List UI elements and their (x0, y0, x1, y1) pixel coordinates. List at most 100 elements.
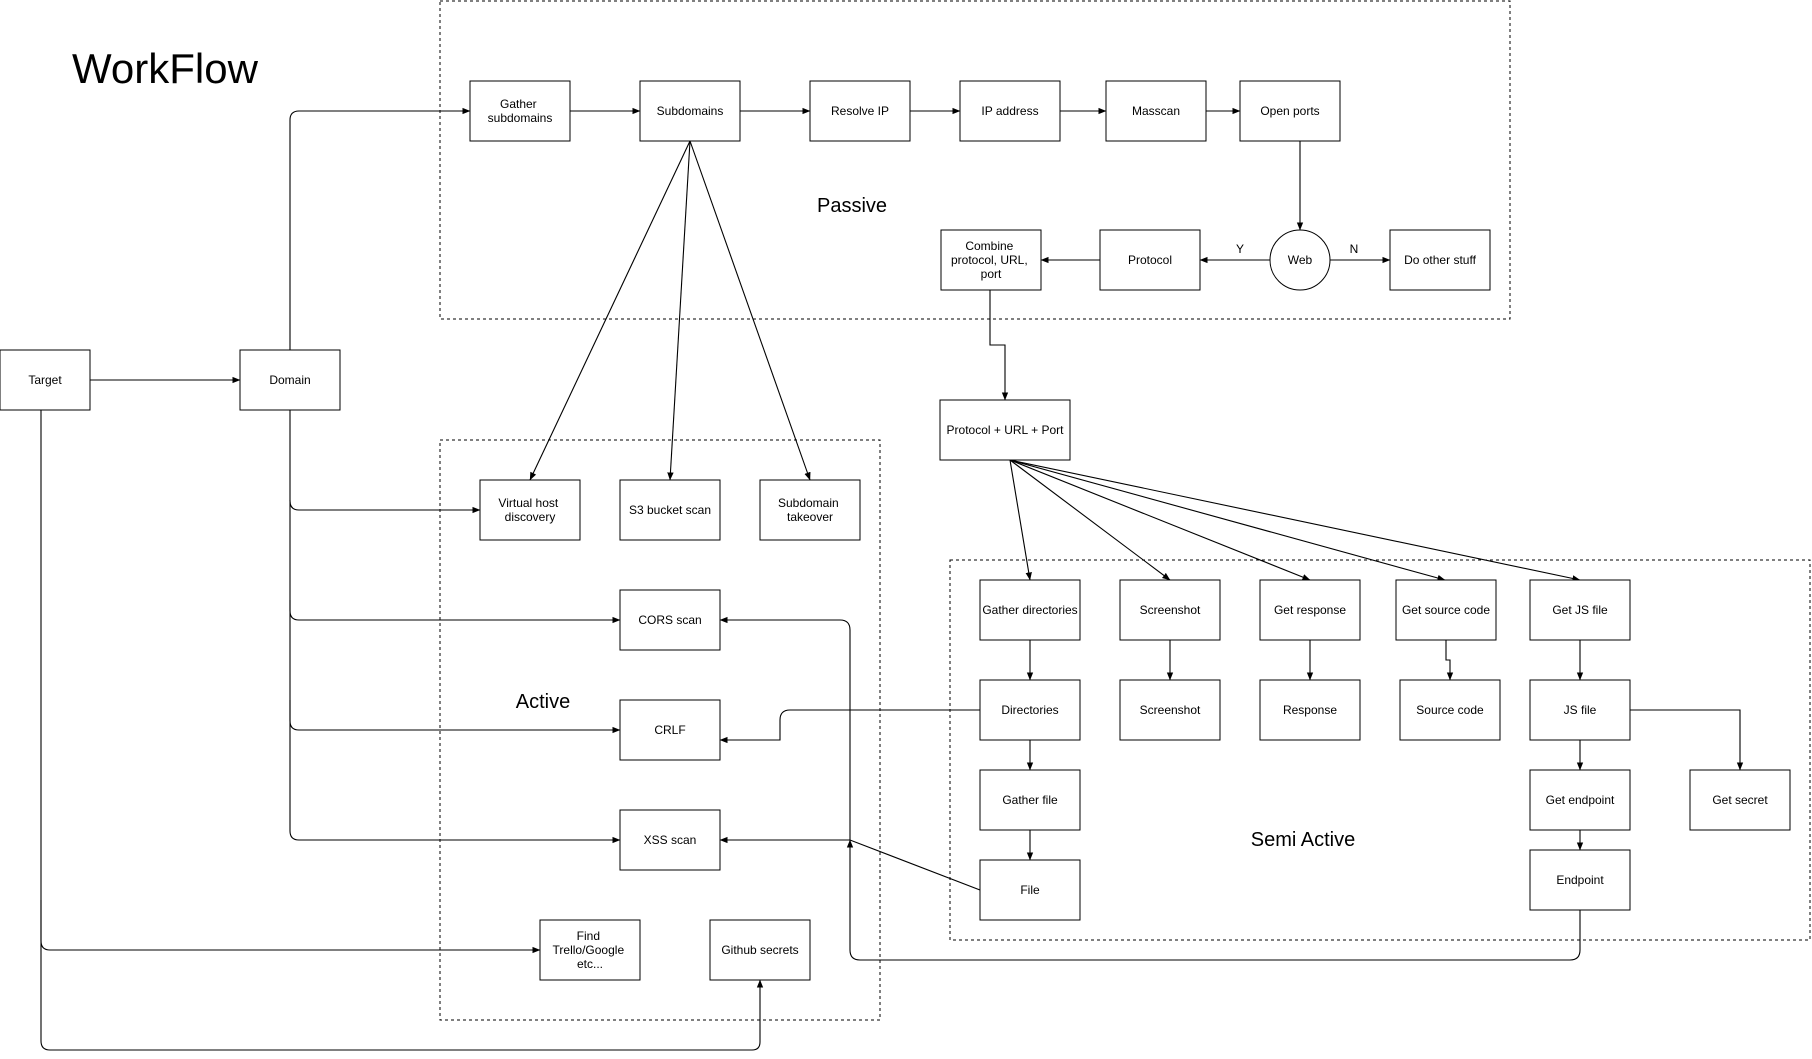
svg-text:IP address: IP address (981, 104, 1038, 118)
web-yes-label: Y (1236, 242, 1244, 256)
node-target[interactable]: Target (0, 349, 91, 411)
svg-text:Get response: Get response (1274, 603, 1346, 617)
edge-directories-to-crlf (719, 709, 980, 744)
diagram-title: WorkFlow (72, 45, 259, 92)
svg-text:Virtual host discovery: Virtual host discovery (498, 496, 561, 524)
edge-subdomains-to-takeover (689, 140, 811, 481)
svg-text:JS file: JS file (1564, 703, 1597, 717)
svg-text:Get endpoint: Get endpoint (1546, 793, 1615, 807)
node-github-secrets[interactable]: Github secrets (709, 919, 811, 981)
semi-active-region (949, 559, 1811, 941)
edge-combine-to-protocol-url-port (989, 290, 1009, 401)
svg-text:Target: Target (28, 373, 62, 387)
svg-text:Open ports: Open ports (1260, 104, 1319, 118)
node-masscan[interactable]: Masscan (1105, 80, 1207, 142)
svg-text:Combine protocol, URL,: Combine protocol, URL, port (951, 239, 1031, 281)
svg-text:CRLF: CRLF (654, 723, 685, 737)
edge-subdomains-to-s3 (667, 140, 691, 481)
node-open-ports[interactable]: Open ports (1239, 80, 1341, 142)
node-gather-directories[interactable]: Gather directories (979, 579, 1081, 641)
node-get-js-file[interactable]: Get JS file (1529, 579, 1631, 641)
svg-text:Get source code: Get source code (1402, 603, 1490, 617)
node-directories[interactable]: Directories (979, 679, 1081, 741)
svg-text:File: File (1020, 883, 1040, 897)
svg-text:Subdomain takeover: Subdomain takeover (778, 496, 842, 524)
svg-text:Screenshot: Screenshot (1140, 603, 1201, 617)
svg-text:Get JS file: Get JS file (1552, 603, 1608, 617)
node-virtual-host-discovery[interactable]: Virtual host discovery (479, 479, 581, 541)
edges (40, 107, 1744, 1051)
node-ip-address[interactable]: IP address (959, 80, 1061, 142)
node-combine[interactable]: Combine protocol, URL, port (940, 229, 1042, 291)
edge-file-to-xss (719, 836, 981, 891)
svg-text:Subdomains: Subdomains (657, 104, 724, 118)
svg-text:S3 bucket scan: S3 bucket scan (629, 503, 711, 517)
edge-target-to-github (40, 900, 764, 1051)
node-source-code[interactable]: Source code (1399, 679, 1501, 741)
node-screenshot-step[interactable]: Screenshot (1119, 579, 1221, 641)
node-do-other-stuff[interactable]: Do other stuff (1389, 229, 1491, 291)
edge-domain-to-xss (289, 700, 621, 844)
node-gather-subdomains[interactable]: Gather subdomains (469, 80, 571, 142)
edge-pup-to-get-source-code (1009, 459, 1446, 582)
edge-get-source-to-source-code (1445, 640, 1454, 681)
svg-text:Protocol: Protocol (1128, 253, 1172, 267)
node-get-source-code[interactable]: Get source code (1395, 579, 1497, 641)
svg-text:Directories: Directories (1001, 703, 1058, 717)
svg-text:Github secrets: Github secrets (721, 943, 798, 957)
svg-text:Endpoint: Endpoint (1556, 873, 1604, 887)
active-region-label: Active (516, 691, 570, 713)
node-response[interactable]: Response (1259, 679, 1361, 741)
svg-text:Find Trello/Google: Find Trello/Google etc... (553, 929, 628, 971)
svg-text:Masscan: Masscan (1132, 104, 1180, 118)
node-crlf[interactable]: CRLF (619, 699, 721, 761)
passive-region-label: Passive (817, 195, 887, 217)
svg-text:Do other stuff: Do other stuff (1404, 253, 1476, 267)
edge-pup-to-get-js-file (1009, 459, 1581, 582)
svg-text:Response: Response (1283, 703, 1337, 717)
node-resolve-ip[interactable]: Resolve IP (809, 80, 911, 142)
svg-text:Domain: Domain (269, 373, 310, 387)
passive-region (439, 0, 1511, 320)
edge-domain-to-vhost (289, 410, 481, 514)
semi-active-region-label: Semi Active (1251, 829, 1355, 851)
svg-text:XSS scan: XSS scan (644, 833, 697, 847)
edge-js-file-to-get-secret (1630, 709, 1744, 771)
edge-pup-to-screenshot (1009, 459, 1171, 581)
node-xss-scan[interactable]: XSS scan (619, 809, 721, 871)
node-js-file[interactable]: JS file (1529, 679, 1631, 741)
node-screenshot[interactable]: Screenshot (1119, 679, 1221, 741)
svg-text:Web: Web (1288, 253, 1313, 267)
node-get-secret[interactable]: Get secret (1689, 769, 1791, 831)
node-get-response[interactable]: Get response (1259, 579, 1361, 641)
node-subdomain-takeover[interactable]: Subdomain takeover (759, 479, 861, 541)
node-find-trello[interactable]: Find Trello/Google etc... (539, 919, 641, 981)
node-web[interactable]: Web (1269, 229, 1331, 291)
svg-text:Screenshot: Screenshot (1140, 703, 1201, 717)
edge-feedback-to-cors (719, 616, 851, 840)
node-endpoint[interactable]: Endpoint (1529, 849, 1631, 911)
svg-text:Source code: Source code (1416, 703, 1484, 717)
svg-text:Get secret: Get secret (1712, 793, 1768, 807)
web-no-label: N (1350, 242, 1359, 256)
edge-pup-to-gather-directories (1009, 459, 1032, 581)
svg-text:Protocol + URL + Port: Protocol + URL + Port (947, 423, 1065, 437)
svg-text:Gather subdomains: Gather subdomains (488, 97, 553, 125)
node-get-endpoint[interactable]: Get endpoint (1529, 769, 1631, 831)
edge-pup-to-get-response (1009, 459, 1311, 581)
svg-text:Gather directories: Gather directories (982, 603, 1077, 617)
node-protocol[interactable]: Protocol (1099, 229, 1201, 291)
node-subdomains[interactable]: Subdomains (639, 80, 741, 142)
edge-domain-to-gather-subdomains (289, 107, 471, 350)
node-file[interactable]: File (979, 859, 1081, 921)
svg-text:Resolve IP: Resolve IP (831, 104, 889, 118)
node-s3-bucket-scan[interactable]: S3 bucket scan (619, 479, 721, 541)
node-protocol-url-port[interactable]: Protocol + URL + Port (939, 399, 1071, 461)
node-gather-file[interactable]: Gather file (979, 769, 1081, 831)
svg-text:CORS scan: CORS scan (638, 613, 701, 627)
node-cors-scan[interactable]: CORS scan (619, 589, 721, 651)
svg-text:Gather file: Gather file (1002, 793, 1058, 807)
node-domain[interactable]: Domain (239, 349, 341, 411)
edge-endpoint-to-active (846, 839, 1581, 961)
